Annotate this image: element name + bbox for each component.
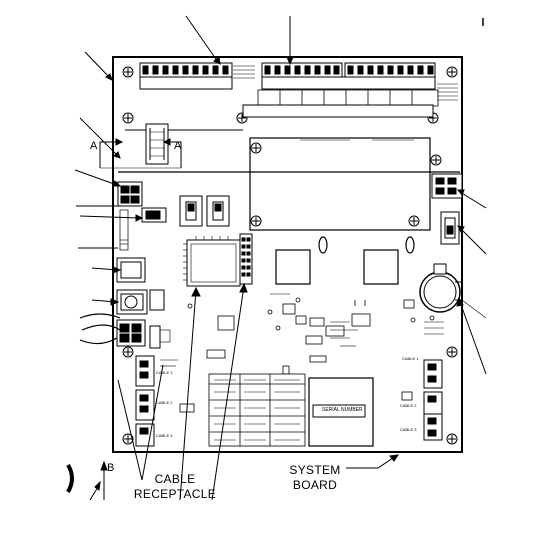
dip-switches	[179, 195, 460, 245]
left-cable-2-label: CABLE 2	[156, 400, 173, 405]
right-leader-lines	[456, 189, 487, 375]
section-b-label: B	[107, 462, 115, 474]
section-a-markers	[99, 138, 182, 169]
right-cable-1-label: CABLE 1	[402, 356, 419, 361]
right-connector	[431, 173, 463, 199]
cable-receptacle-line-2: RECEPTACLE	[133, 487, 217, 501]
cable-receptacle-leaders	[117, 282, 248, 501]
left-components	[116, 181, 171, 349]
silkscreen-marks	[120, 239, 444, 441]
ribbon-connector	[145, 123, 169, 165]
right-cable-connectors	[423, 359, 443, 441]
top-terminal-block-left	[139, 62, 233, 90]
left-leader-lines	[74, 51, 144, 306]
left-cable-3-label: CABLE 3	[156, 433, 173, 438]
battery	[419, 263, 462, 313]
upper-rail	[118, 104, 460, 231]
cable-receptacle-label: CABLE RECEPTACLE	[130, 472, 220, 502]
left-cable-connectors	[135, 355, 155, 447]
system-board-line-2: BOARD	[292, 478, 338, 492]
section-a-right-label: A	[174, 140, 182, 152]
top-terminal-block-right	[261, 62, 436, 90]
top-header-row	[257, 89, 439, 107]
section-a-left-label: A	[90, 140, 98, 152]
serial-number-label: SERIAL NUMBER	[322, 407, 363, 413]
system-board-label: SYSTEM BOARD	[283, 463, 347, 493]
main-chip	[183, 233, 253, 287]
top-leader-lines	[185, 15, 294, 66]
small-components	[179, 297, 435, 413]
system-board-line-1: SYSTEM	[289, 463, 341, 477]
serial-number-plate	[308, 377, 374, 447]
cable-receptacle-line-1: CABLE	[154, 472, 196, 486]
system-board-leader	[346, 454, 400, 469]
processors	[275, 236, 415, 285]
left-cable-1-label: CABLE 1	[156, 370, 173, 375]
right-cable-2-label: CABLE 2	[400, 403, 417, 408]
right-cable-3-label: CABLE 3	[400, 427, 417, 432]
section-b-marker	[66, 460, 108, 501]
jumper-table	[208, 373, 306, 447]
terminal-labels	[233, 65, 458, 101]
left-cables	[79, 313, 121, 345]
